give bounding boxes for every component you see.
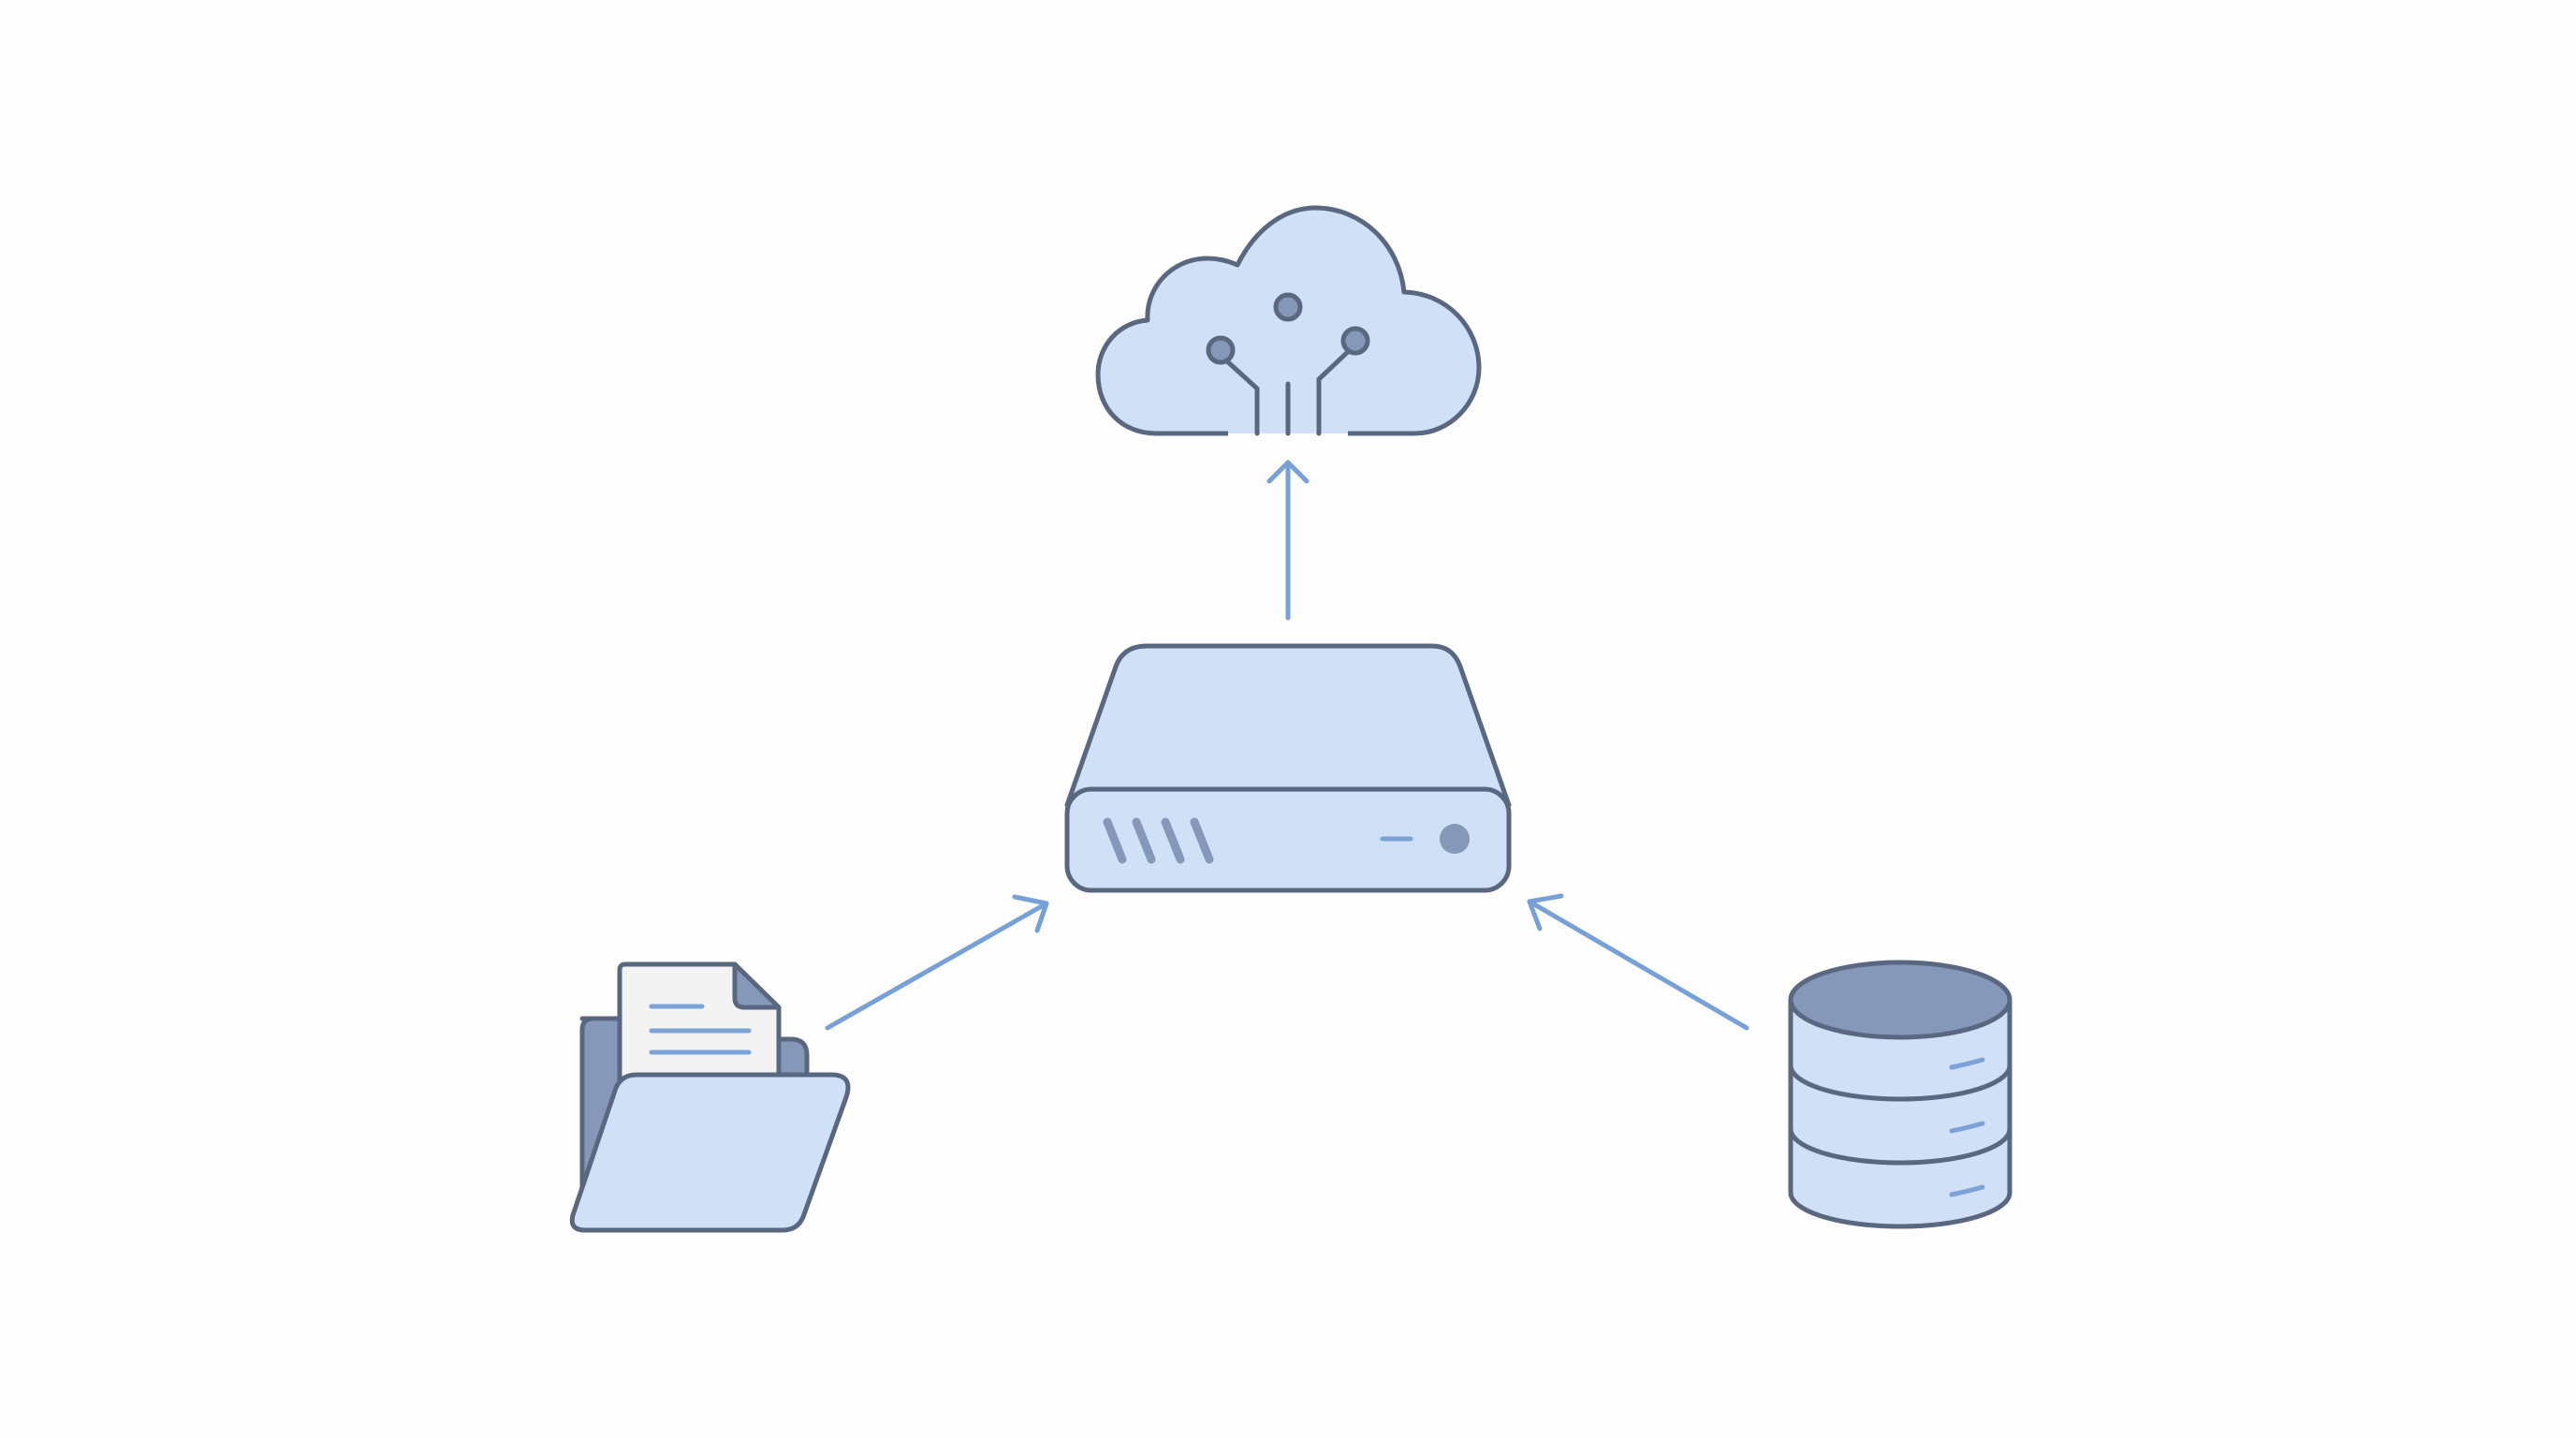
arrowhead-cloud (1266, 460, 1310, 484)
server-status-light (1440, 824, 1470, 854)
arrowhead-server-right (1527, 893, 1564, 932)
connector-arrows (825, 460, 1749, 1031)
circuit-trace-left (1223, 358, 1260, 436)
circuit-node-right (1340, 326, 1370, 356)
database-icon (1788, 960, 2012, 1229)
circuit-node-left (1206, 335, 1236, 365)
server-icon (1064, 643, 1512, 893)
circuit-node-center (1273, 292, 1303, 322)
arrow-folder-to-server (825, 901, 1049, 1031)
cloud-circuit-icon (1095, 205, 1482, 436)
arrowhead-server-left (1012, 894, 1049, 933)
circuit-trace-right (1316, 345, 1354, 436)
arrow-database-to-server (1527, 899, 1749, 1031)
folder-documents-icon (569, 961, 851, 1233)
